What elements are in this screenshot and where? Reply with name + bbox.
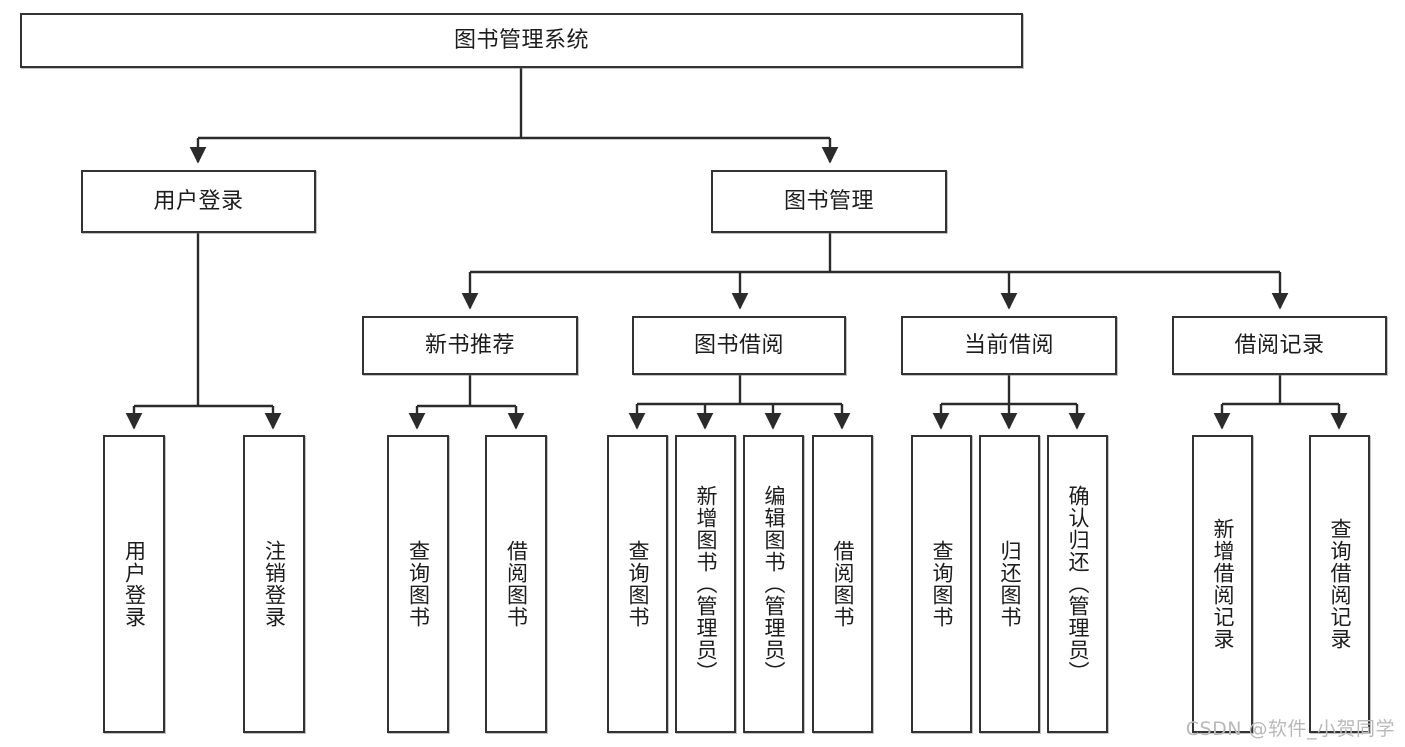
leaf-add-borrow-record[interactable]: 新增借阅记录	[1192, 435, 1253, 733]
leaf-query-borrow-record[interactable]: 查询借阅记录	[1309, 435, 1370, 733]
node-user-login-label: 用户登录	[153, 188, 244, 214]
node-current-borrow[interactable]: 当前借阅	[901, 316, 1117, 375]
node-borrow-record-label: 借阅记录	[1234, 332, 1325, 358]
node-root[interactable]: 图书管理系统	[20, 13, 1023, 68]
leaf-query-book-current[interactable]: 查询图书	[911, 435, 972, 733]
leaf-confirm-return-admin-label: 确认归还（管理员）	[1065, 485, 1090, 683]
leaf-borrow-book[interactable]: 借阅图书	[812, 435, 873, 733]
node-borrow-record[interactable]: 借阅记录	[1172, 316, 1387, 375]
node-book-borrow[interactable]: 图书借阅	[632, 316, 846, 375]
watermark: CSDN @软件_小贺同学	[1185, 718, 1395, 740]
leaf-query-book-current-label: 查询图书	[929, 540, 954, 628]
leaf-query-borrow-record-label: 查询借阅记录	[1327, 518, 1352, 650]
leaf-borrow-book-recommend-label: 借阅图书	[504, 540, 529, 628]
leaf-query-book-borrow[interactable]: 查询图书	[607, 435, 668, 733]
node-book-borrow-label: 图书借阅	[693, 332, 784, 358]
leaf-query-book-recommend[interactable]: 查询图书	[387, 435, 449, 733]
node-current-borrow-label: 当前借阅	[963, 332, 1054, 358]
node-root-label: 图书管理系统	[453, 27, 589, 53]
node-book-management-label: 图书管理	[783, 188, 874, 214]
leaf-user-login-label: 用户登录	[122, 540, 147, 628]
leaf-add-book-admin[interactable]: 新增图书（管理员）	[675, 435, 736, 733]
leaf-return-book-label: 归还图书	[997, 540, 1022, 628]
leaf-add-book-admin-label: 新增图书（管理员）	[693, 485, 718, 683]
leaf-borrow-book-label: 借阅图书	[830, 540, 855, 628]
node-new-book-recommend-label: 新书推荐	[424, 332, 515, 358]
leaf-edit-book-admin-label: 编辑图书（管理员）	[761, 485, 786, 683]
leaf-logout[interactable]: 注销登录	[243, 435, 305, 733]
leaf-edit-book-admin[interactable]: 编辑图书（管理员）	[743, 435, 804, 733]
leaf-borrow-book-recommend[interactable]: 借阅图书	[485, 435, 547, 733]
leaf-logout-label: 注销登录	[262, 540, 287, 628]
leaf-user-login[interactable]: 用户登录	[103, 435, 165, 733]
leaf-query-book-borrow-label: 查询图书	[625, 540, 650, 628]
node-new-book-recommend[interactable]: 新书推荐	[362, 316, 578, 375]
leaf-add-borrow-record-label: 新增借阅记录	[1210, 518, 1235, 650]
node-user-login[interactable]: 用户登录	[81, 170, 316, 233]
node-book-management[interactable]: 图书管理	[711, 170, 947, 233]
leaf-query-book-recommend-label: 查询图书	[406, 540, 431, 628]
leaf-return-book[interactable]: 归还图书	[979, 435, 1040, 733]
leaf-confirm-return-admin[interactable]: 确认归还（管理员）	[1047, 435, 1108, 733]
